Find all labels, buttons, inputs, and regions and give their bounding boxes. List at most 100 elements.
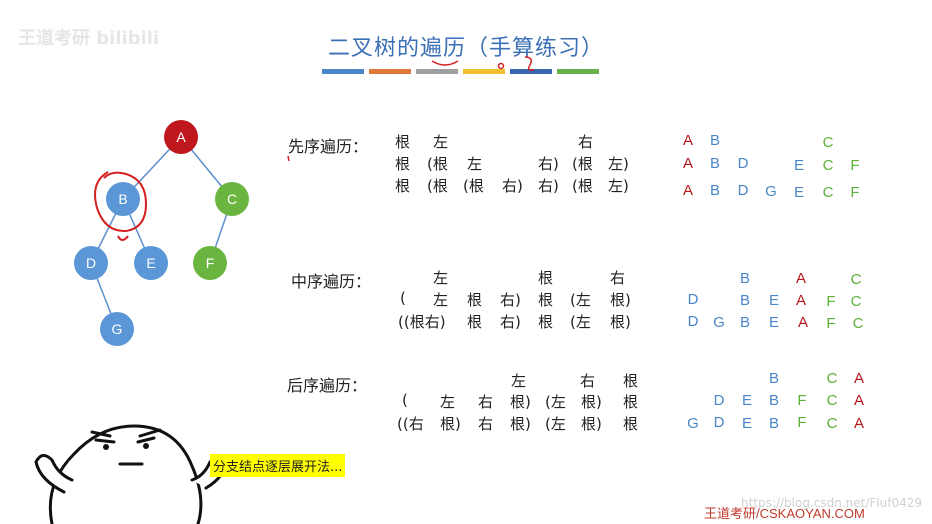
result-letter: E (793, 157, 804, 174)
result-letter: C (826, 415, 838, 432)
in-r2-c5: 根 (538, 291, 554, 309)
pre-r1-c2: 左 (433, 133, 449, 151)
result-letter: D (737, 155, 749, 172)
post-r3-c5: (左 (545, 415, 566, 433)
tree-node-d: D (74, 246, 108, 280)
in-r2-c7: 根) (610, 291, 631, 309)
post-r3-c7: 根 (623, 415, 639, 433)
title-color-bars (322, 69, 599, 74)
post-r3-c3: 右 (478, 415, 494, 433)
result-letter: D (713, 392, 725, 409)
result-letter: C (822, 184, 834, 201)
result-letter: B (768, 370, 779, 387)
post-r2-c4: 根) (510, 393, 531, 411)
result-letter: C (826, 370, 838, 387)
tree-node-b: B (106, 182, 140, 216)
post-r1-c3: 左 (511, 372, 527, 390)
result-letter: A (795, 292, 806, 309)
pre-r2-c3: 左 (467, 155, 483, 173)
result-letter: F (797, 392, 807, 409)
result-letter: F (797, 414, 807, 431)
result-letter: A (853, 415, 864, 432)
result-letter: D (737, 182, 749, 199)
result-letter: B (709, 155, 720, 172)
post-r3-c6: 根) (581, 415, 602, 433)
post-r2-c6: 根) (581, 393, 602, 411)
result-letter: A (853, 370, 864, 387)
result-letter: A (682, 155, 693, 172)
result-letter: D (687, 313, 699, 330)
shrug-meme-icon (34, 424, 228, 524)
result-letter: D (687, 291, 699, 308)
post-r1-c5: 右 (580, 372, 596, 390)
in-r2-c6: (左 (570, 291, 591, 309)
binary-tree-diagram: A B C D E F G (74, 120, 249, 346)
result-letter: B (709, 182, 720, 199)
in-r2-c4: 右) (500, 291, 521, 309)
post-r2-c1: ( (402, 391, 408, 409)
brand-footer: 王道考研/CSKAOYAN.COM (704, 506, 865, 521)
result-letter: A (682, 132, 693, 149)
pre-r3-c1: 根 (395, 177, 411, 195)
result-letter: A (797, 314, 808, 331)
post-r2-c5: (左 (545, 393, 566, 411)
pre-r2-c7: 左) (608, 155, 629, 173)
result-letter: F (850, 184, 860, 201)
post-r3-c1: ((右 (397, 415, 424, 433)
result-letter: E (768, 292, 779, 309)
result-letter: B (768, 392, 779, 409)
in-r1-c7: 右 (610, 269, 626, 287)
slide-title: 二叉树的遍历（手算练习） (327, 36, 604, 61)
in-r3-c4: 右) (500, 313, 521, 331)
result-letter: C (822, 134, 834, 151)
result-letter: E (793, 184, 804, 201)
in-r3-c5: 根 (538, 313, 554, 331)
result-letter: B (739, 270, 750, 287)
tree-node-e: E (134, 246, 168, 280)
post-r3-c2: 根) (440, 415, 461, 433)
pre-r2-c1: 根 (395, 155, 411, 173)
result-letter: C (850, 271, 862, 288)
color-bar (322, 69, 364, 74)
in-r1-c5: 根 (538, 269, 554, 287)
postorder-label: 后序遍历： (287, 376, 368, 395)
post-r2-c7: 根 (623, 393, 639, 411)
red-tick-mark (287, 155, 290, 162)
in-r3-c6: (左 (570, 313, 591, 331)
color-bar (510, 69, 552, 74)
result-letter: B (709, 132, 720, 149)
preorder-label: 先序遍历： (288, 137, 369, 156)
in-r2-c2: 左 (433, 291, 449, 309)
handwriting-marks (431, 56, 535, 71)
pre-r3-c4: 右) (502, 177, 523, 195)
pre-r1-c1: 根 (395, 133, 411, 151)
result-letter: F (850, 157, 860, 174)
node-label: G (112, 321, 123, 337)
tree-node-g: G (100, 312, 134, 346)
result-letter: B (739, 314, 750, 331)
node-label: B (118, 191, 127, 207)
pre-r3-c7: 左) (608, 177, 629, 195)
in-r1-c2: 左 (433, 269, 449, 287)
node-label: D (86, 255, 96, 271)
result-letter: F (826, 293, 836, 310)
node-label: C (227, 191, 237, 207)
pre-r3-c6: (根 (572, 177, 593, 195)
result-letter: G (687, 415, 699, 432)
result-letter: B (739, 292, 750, 309)
pre-r3-c3: (根 (463, 177, 484, 195)
pre-r2-c5: 右) (538, 155, 559, 173)
result-letter: E (741, 415, 752, 432)
result-letter: D (713, 414, 725, 431)
tree-node-f: F (193, 246, 227, 280)
result-letter: A (853, 392, 864, 409)
in-r3-c3: 根 (467, 313, 483, 331)
result-letter: E (741, 392, 752, 409)
node-label: E (146, 255, 155, 271)
result-letter: C (822, 157, 834, 174)
in-r2-c1: ( (400, 289, 406, 307)
post-r2-c3: 右 (478, 393, 494, 411)
in-r3-c1: ((根右) (398, 313, 446, 331)
tree-node-a: A (164, 120, 198, 154)
color-bar (369, 69, 411, 74)
